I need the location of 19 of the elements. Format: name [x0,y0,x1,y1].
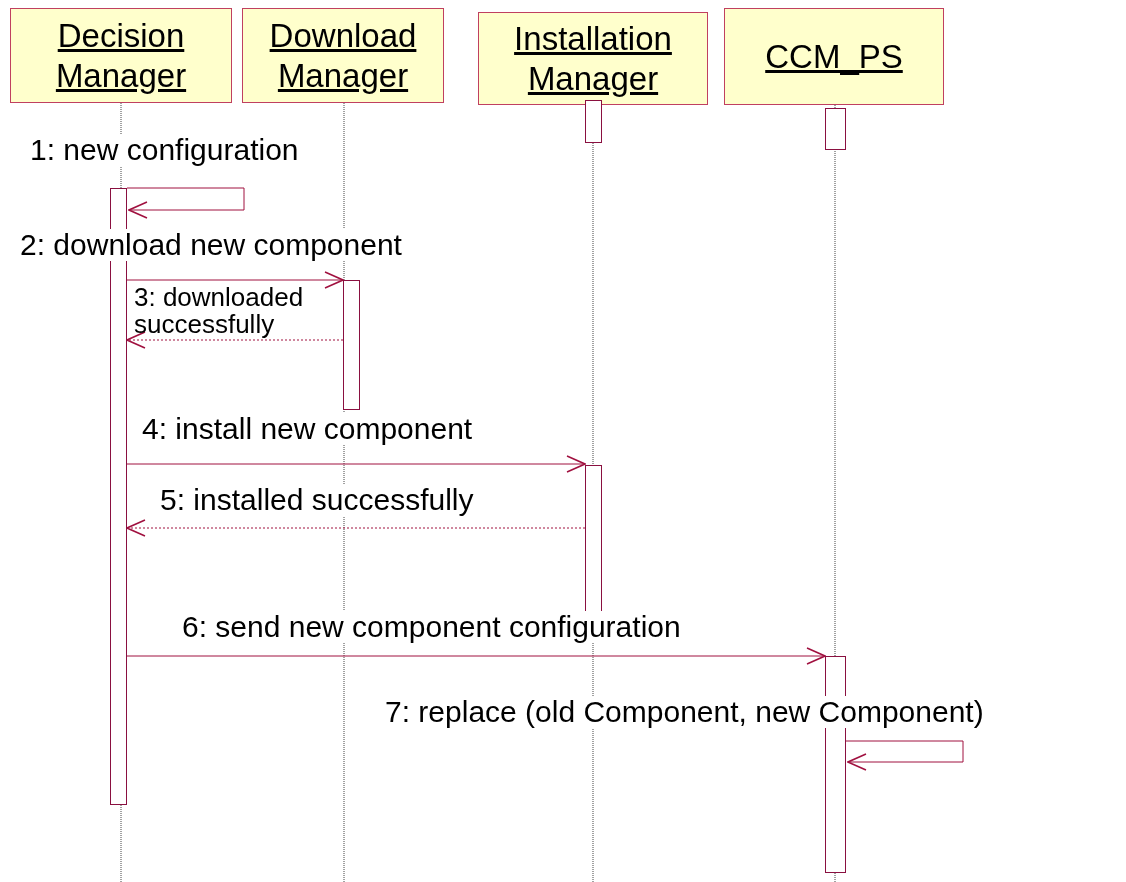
participant-box: Download Manager [242,8,444,103]
message-arrow [845,740,964,771]
message-arrow [126,271,344,289]
message-arrow [126,519,586,537]
participant-box: CCM_PS [724,8,944,105]
activation-bar [585,100,602,143]
activation-bar [343,280,360,410]
message-label: 2: download new component [18,229,404,261]
activation-bar [825,108,846,150]
activation-bar [585,465,602,614]
message-arrow [126,187,245,219]
message-label: 4: install new component [140,413,475,445]
participant-box: Installation Manager [478,12,708,105]
message-arrow [126,455,586,473]
message-label: 3: downloaded successfully [133,284,305,338]
message-arrow [126,647,826,665]
message-arrow [126,331,344,349]
message-label: 5: installed successfully [158,484,476,516]
participant-box: Decision Manager [10,8,232,103]
